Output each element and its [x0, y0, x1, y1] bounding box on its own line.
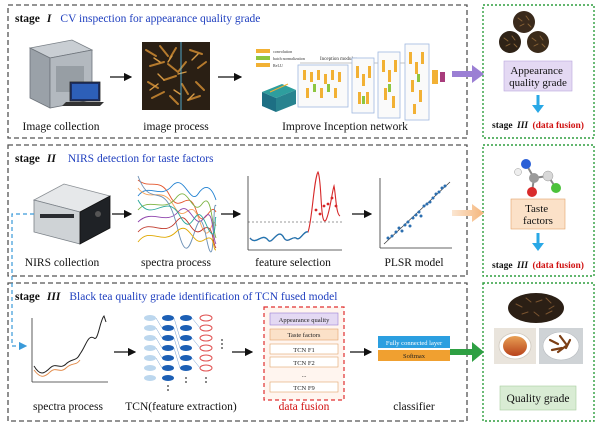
fully-connected-layer-label: Fully connected layer — [386, 340, 443, 347]
classifier-block: Fully connected layer Softmax — [378, 336, 450, 361]
step-improve-inception: Improve Inception network — [282, 121, 408, 133]
stage2-title: NIRS detection for taste factors — [68, 153, 214, 165]
brewed-leaves — [539, 328, 583, 364]
stage1-numeral: I — [46, 13, 52, 25]
fusion-numeral-1: III — [516, 121, 528, 131]
appearance-label-line1: Appearance — [510, 65, 563, 77]
taste-panel — [482, 144, 595, 277]
stage2-numeral: II — [46, 153, 56, 165]
step-spectra-process: spectra process — [141, 257, 211, 269]
quality-grade-label: Quality grade — [507, 393, 570, 405]
stage2-heading: stage II NIRS detection for taste factor… — [15, 149, 214, 166]
stage3-title: Black tea quality grade identification o… — [69, 291, 337, 303]
fusion-item-ellipsis: ... — [302, 372, 307, 379]
molecule-icon — [514, 159, 561, 197]
appearance-box — [503, 60, 573, 92]
stage3-tag: stage — [15, 291, 40, 303]
taste-label-line2: factors — [523, 215, 553, 227]
step-nirs-collection: NIRS collection — [25, 257, 100, 269]
taste-down-arrowhead — [532, 243, 544, 251]
plsr-scatter-illustration — [379, 178, 452, 249]
fusion-item-tcn-f9: TCN F9 — [293, 385, 315, 392]
fusion-item-appearance: Appearance quality — [279, 317, 330, 324]
quality-grade-box — [499, 385, 577, 411]
taste-box — [510, 198, 566, 230]
taste-label-line1: Taste — [525, 203, 548, 215]
fusion-prefix-2: stage — [492, 261, 513, 271]
appearance-arrow — [452, 65, 484, 83]
fusion-item-tcn-f2: TCN F2 — [293, 360, 315, 367]
fusion-prefix-1: stage — [492, 121, 513, 131]
inception-network-illustration: convolution batch normalization ReLU Inc… — [256, 43, 445, 121]
spectra-process-illustration — [137, 175, 217, 253]
step-image-collection: Image collection — [23, 121, 100, 133]
dry-tea-pile — [508, 293, 564, 323]
step-stage3-spectra-process: spectra process — [33, 401, 103, 413]
step-plsr-model: PLSR model — [384, 257, 443, 269]
stage1-title: CV inspection for appearance quality gra… — [60, 13, 260, 25]
legend-convolution: convolution — [273, 49, 292, 54]
taste-arrow — [452, 204, 484, 222]
taste-label: Taste factors — [523, 203, 553, 227]
softmax-label: Softmax — [403, 353, 426, 360]
stage1-heading: stage I CV inspection for appearance qua… — [15, 9, 260, 26]
stage3-heading: stage III Black tea quality grade identi… — [15, 287, 337, 304]
stage1-tag: stage — [15, 13, 40, 25]
inception-modules-label: Inception modules — [320, 57, 357, 62]
nirs-to-stage3-link — [11, 213, 34, 351]
tea-leaf-piles — [499, 11, 549, 53]
tcn-diagram — [144, 314, 223, 391]
fusion-link-1: (data fusion) — [532, 120, 583, 131]
appearance-fusion-link: stage III (data fusion) — [492, 120, 584, 131]
appearance-label: Appearance quality grade — [509, 65, 567, 89]
image-process-illustration — [142, 42, 210, 110]
appearance-down-arrowhead — [532, 105, 544, 113]
step-image-process: image process — [143, 121, 209, 133]
legend-relu: ReLU — [273, 63, 283, 68]
step-data-fusion: data fusion — [279, 401, 330, 413]
fusion-item-tcn-f1: TCN F1 — [293, 347, 315, 354]
fusion-numeral-2: III — [516, 261, 528, 271]
fusion-link-2: (data fusion) — [532, 260, 583, 271]
appearance-label-line2: quality grade — [509, 77, 567, 89]
step-feature-selection: feature selection — [255, 257, 331, 269]
step-tcn-feature-extraction: TCN(feature extraction) — [125, 401, 237, 413]
fusion-item-taste: Taste factors — [288, 332, 321, 339]
stage3-spectrum-illustration — [31, 315, 108, 383]
stage2-tag: stage — [15, 153, 40, 165]
appearance-panel — [482, 4, 595, 139]
feature-selection-illustration — [247, 170, 342, 251]
data-fusion-box: Appearance quality Taste factors TCN F1 … — [263, 306, 345, 401]
legend-batch-norm: batch normalization — [273, 56, 305, 61]
taste-fusion-link: stage III (data fusion) — [492, 260, 584, 271]
step-classifier: classifier — [393, 401, 435, 413]
nirs-instrument-illustration — [32, 183, 112, 245]
quality-arrow — [450, 342, 484, 362]
brewed-tea-bowl — [494, 328, 536, 364]
image-collection-illustration — [28, 39, 104, 109]
stage3-numeral: III — [46, 291, 61, 303]
